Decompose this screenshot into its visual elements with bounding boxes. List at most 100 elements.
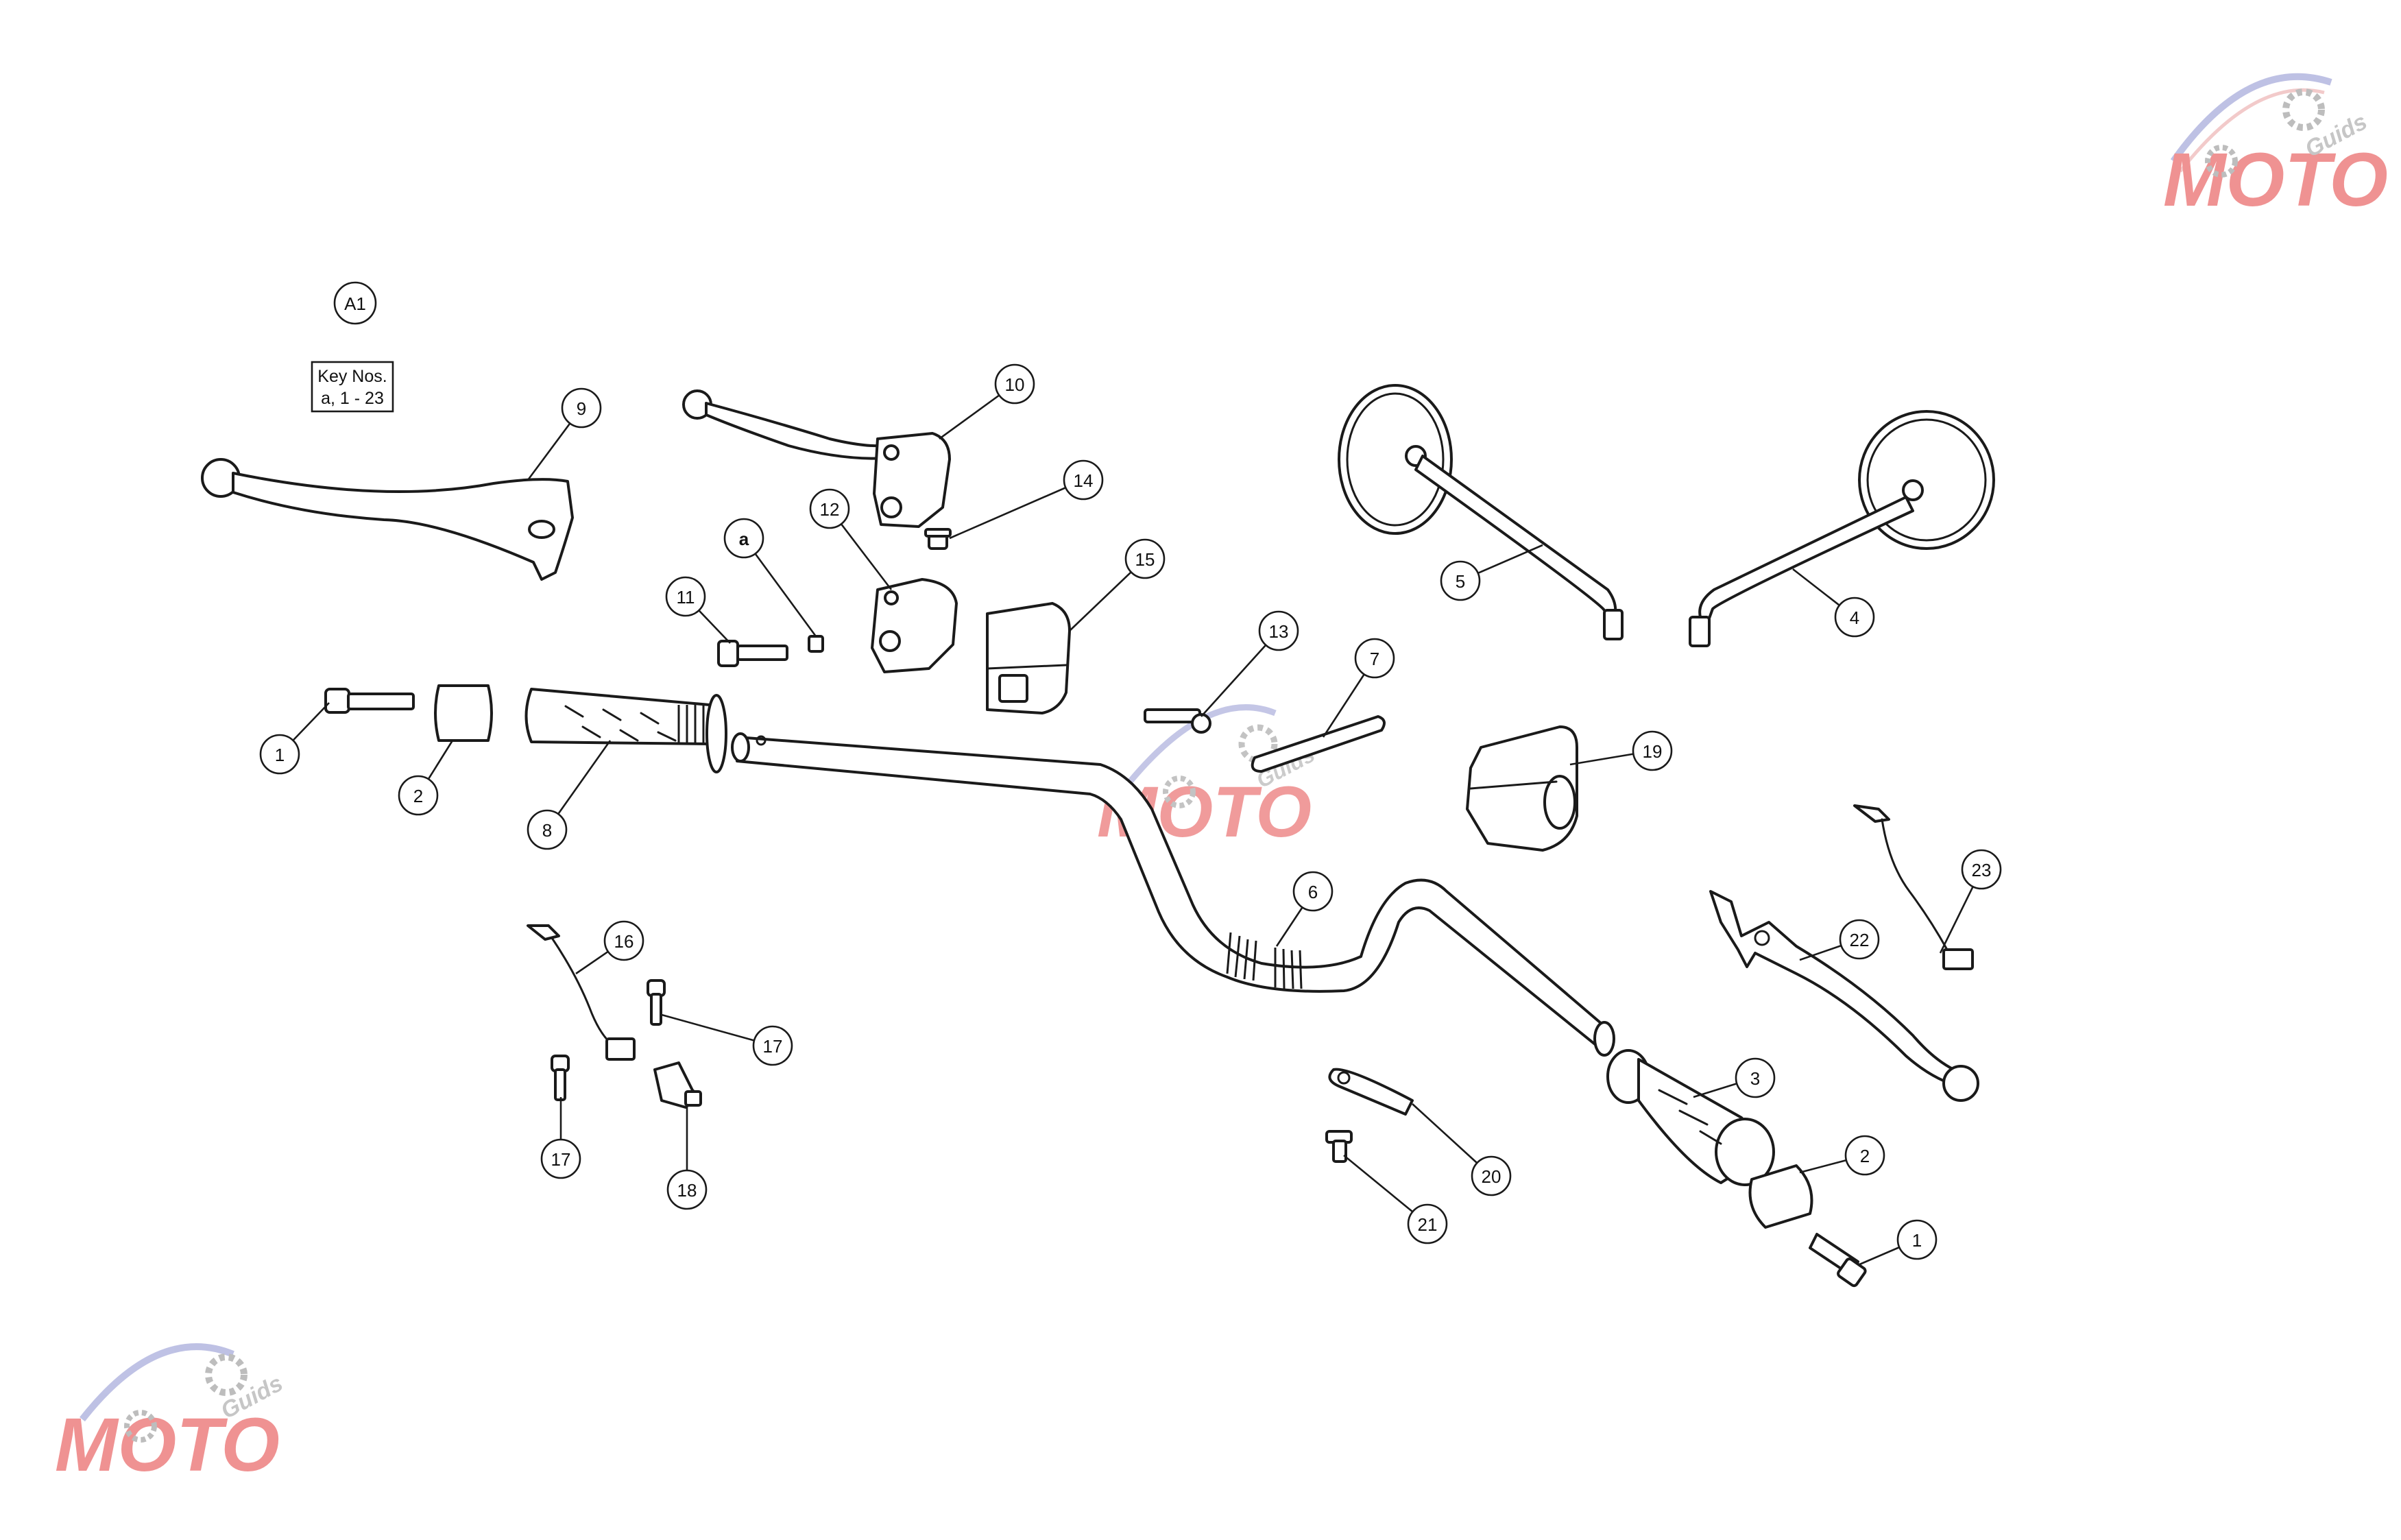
callout-circle — [1440, 560, 1481, 601]
callout-label: 11 — [677, 587, 695, 607]
callout-label: 2 — [1860, 1146, 1870, 1166]
callout-c7: 7 — [1354, 638, 1395, 679]
section-label-text: A1 — [344, 293, 366, 314]
part-screw-21 — [1325, 1130, 1353, 1163]
callout-c20: 20 — [1471, 1155, 1512, 1196]
callout-c1a: 1 — [259, 734, 300, 775]
part-bolt-1-left — [324, 688, 415, 714]
callout-label: a — [739, 529, 749, 549]
callout-label: 5 — [1456, 571, 1465, 592]
watermark-bottom-left: MOTO Guids — [55, 1343, 287, 1487]
watermark-top-right: MOTO Guids — [2163, 73, 2388, 222]
callout-label: 17 — [763, 1036, 783, 1057]
callout-c4: 4 — [1834, 597, 1875, 638]
callout-label: 10 — [1005, 374, 1025, 395]
callout-c19: 19 — [1632, 730, 1673, 771]
callout-circle — [1292, 871, 1334, 912]
part-switch-16 — [527, 924, 636, 1061]
callout-c12: 12 — [809, 488, 850, 529]
callout-circle — [1063, 459, 1104, 501]
callout-label: 19 — [1643, 741, 1663, 762]
callout-circle — [540, 1138, 581, 1179]
callout-ca: a — [723, 518, 764, 559]
part-switch-23 — [1853, 804, 1974, 970]
callout-circle — [1471, 1155, 1512, 1196]
callout-label: 18 — [677, 1180, 697, 1201]
callout-label: 3 — [1750, 1068, 1760, 1089]
part-mirror-4 — [1689, 410, 1995, 647]
callout-circle — [561, 387, 602, 429]
callout-circle — [1407, 1203, 1448, 1244]
callout-c6: 6 — [1292, 871, 1334, 912]
gear-icon — [2282, 88, 2325, 131]
callout-circle — [665, 576, 706, 617]
callout-label: 23 — [1972, 860, 1992, 880]
callout-label: 15 — [1135, 549, 1155, 570]
callout-c3: 3 — [1735, 1057, 1776, 1098]
callout-label: 17 — [551, 1149, 571, 1170]
callout-c17a: 17 — [752, 1025, 793, 1066]
callout-c15: 15 — [1124, 538, 1166, 579]
callout-c11: 11 — [665, 576, 706, 617]
gear-icon — [1238, 724, 1278, 764]
callout-label: 4 — [1850, 607, 1859, 628]
part-screw-17a — [647, 979, 666, 1026]
part-switch-15 — [986, 602, 1071, 714]
watermark-brand: MOTO — [2163, 138, 2388, 222]
callout-c22: 22 — [1839, 919, 1880, 960]
part-lever-10 — [682, 389, 951, 528]
callout-circle — [259, 734, 300, 775]
callout-circle — [1844, 1135, 1885, 1176]
callout-circle — [527, 809, 568, 850]
callout-circle — [723, 518, 764, 559]
callout-label: 1 — [1912, 1230, 1922, 1251]
callout-circle — [1961, 849, 2002, 890]
section-label: A1 — [333, 281, 377, 325]
callout-label: 8 — [542, 820, 552, 841]
callout-circle — [1834, 597, 1875, 638]
callout-circle — [1258, 610, 1299, 651]
callout-circle — [1839, 919, 1880, 960]
callout-label: 1 — [275, 745, 285, 765]
callout-c2b: 2 — [1844, 1135, 1885, 1176]
gear-icon — [2205, 145, 2238, 178]
gear-icon — [1163, 775, 1196, 808]
callout-c16: 16 — [603, 920, 644, 961]
callout-label: 9 — [577, 398, 586, 419]
callout-label: 21 — [1418, 1214, 1438, 1235]
part-bolt-1-right — [1809, 1233, 1867, 1288]
callout-circle — [1354, 638, 1395, 679]
part-handlebar-6 — [731, 732, 1615, 1057]
gear-icon — [205, 1353, 248, 1396]
part-mirror-5 — [1338, 384, 1624, 640]
part-switch-18 — [653, 1061, 702, 1109]
callout-label: 2 — [413, 786, 423, 806]
callout-c5: 5 — [1440, 560, 1481, 601]
callout-c21: 21 — [1407, 1203, 1448, 1244]
part-weight-2-left — [434, 684, 493, 742]
callout-c13: 13 — [1258, 610, 1299, 651]
part-nut-a — [808, 635, 824, 653]
callout-label: 12 — [820, 499, 840, 520]
callout-circle — [809, 488, 850, 529]
part-lever-22 — [1709, 890, 1979, 1102]
key-box: Key Nos. a, 1 - 23 — [311, 361, 394, 413]
callout-circle — [666, 1169, 708, 1210]
callout-label: 13 — [1269, 621, 1289, 642]
part-bracket-20 — [1328, 1068, 1414, 1116]
callout-c9: 9 — [561, 387, 602, 429]
callouts: 12891014a1211151375419623223212021161717… — [259, 363, 2002, 1260]
callout-circle — [1896, 1219, 1938, 1260]
key-box-line2: a, 1 - 23 — [321, 389, 384, 408]
callout-c23: 23 — [1961, 849, 2002, 890]
callout-c2a: 2 — [398, 775, 439, 816]
part-pin-13 — [1144, 708, 1211, 734]
part-grip-3 — [1606, 1049, 1775, 1186]
part-grip-8 — [524, 688, 727, 773]
callout-c8: 8 — [527, 809, 568, 850]
part-switch-19 — [1466, 725, 1578, 852]
part-screw-17b — [551, 1055, 570, 1101]
key-box-line1: Key Nos. — [317, 367, 387, 386]
